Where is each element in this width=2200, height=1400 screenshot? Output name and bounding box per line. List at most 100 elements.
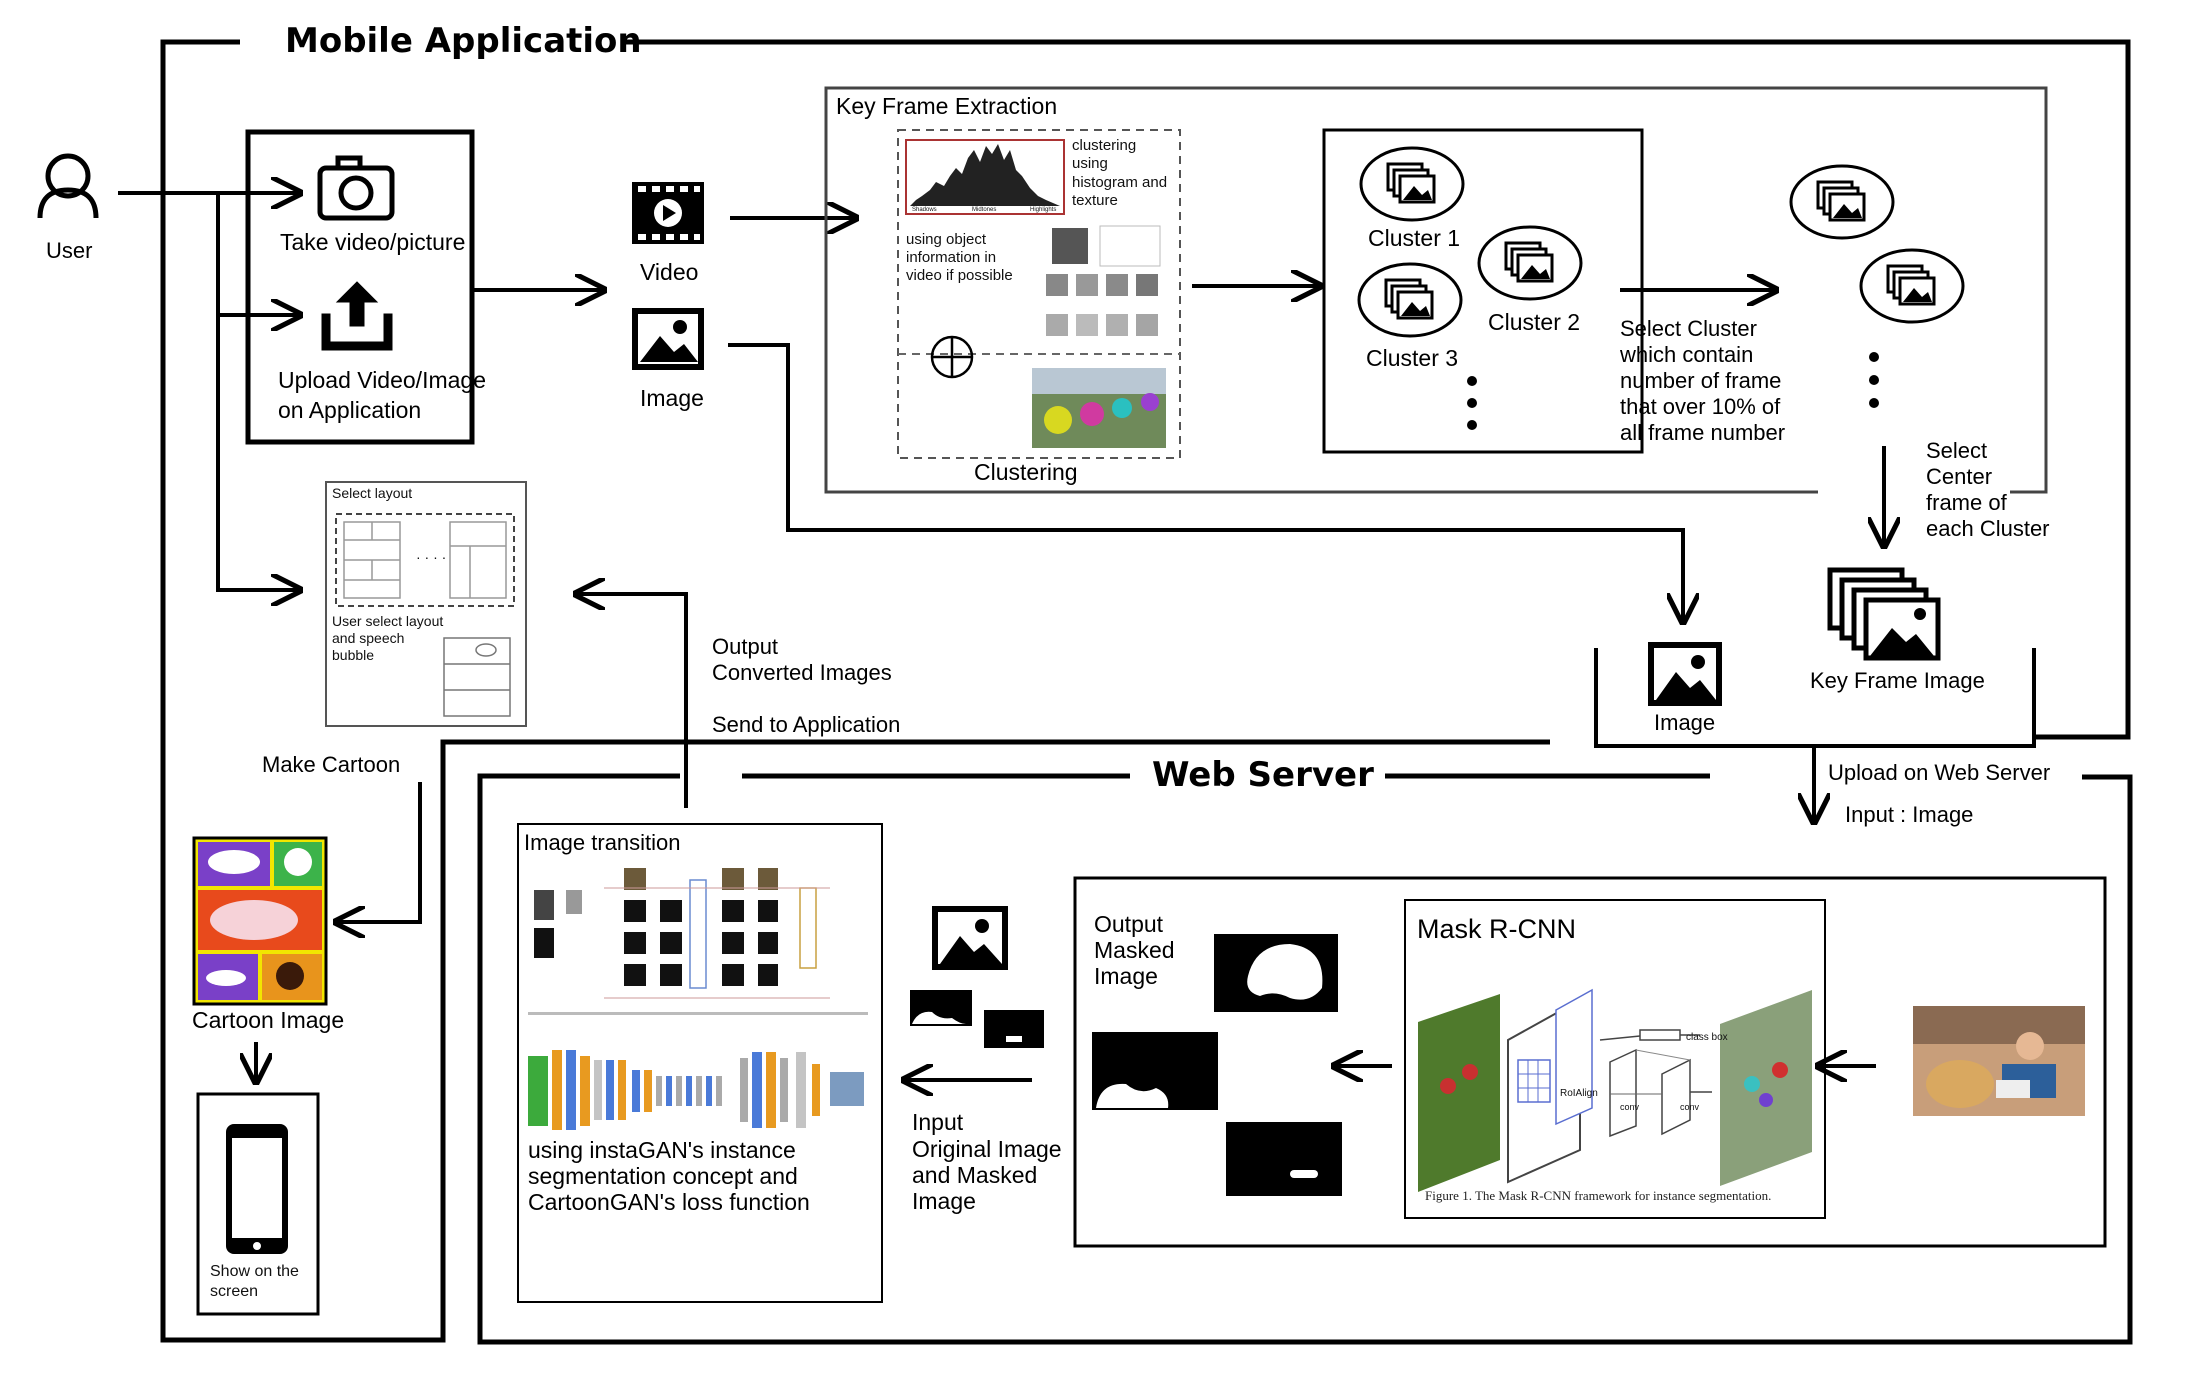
output-masked-line3: Image — [1094, 963, 1158, 989]
histogram-label-midtones: Midtones — [972, 207, 996, 213]
upload-web-line1: Upload on Web Server — [1828, 760, 2050, 785]
input-image-icon — [932, 906, 1008, 970]
object-note-1: using object — [906, 231, 987, 248]
histogram-label-highlights: Highlights — [1030, 207, 1056, 213]
video-icon — [632, 182, 704, 244]
object-note-3: video if possible — [906, 267, 1013, 284]
make-cartoon-label: Make Cartoon — [262, 752, 400, 777]
clusters-ellipsis — [1467, 376, 1477, 430]
mobile-application-title: Mobile Application — [285, 21, 642, 61]
image-label: Image — [640, 385, 704, 411]
layout-panel-title: Select layout — [332, 485, 412, 501]
input-mask-thumbnails — [910, 990, 1044, 1048]
output-masked-line2: Masked — [1094, 937, 1175, 963]
texture-thumbnails — [1046, 225, 1161, 336]
roialign-label: RoIAlign — [1560, 1088, 1598, 1099]
mobile-application-frame — [160, 39, 2131, 1343]
upload-icon — [321, 281, 393, 351]
clustering-label: Clustering — [974, 459, 1078, 485]
input-box — [245, 129, 475, 445]
layout-note-2: and speech — [332, 630, 404, 646]
clustering-block — [897, 129, 1181, 459]
segmentation-photo — [1032, 368, 1166, 448]
image-transition-title: Image transition — [524, 830, 681, 855]
output-converted-line3: Send to Application — [712, 712, 900, 737]
select-cluster-line3: number of frame — [1620, 368, 1781, 393]
key-frame-stack-icon — [1827, 567, 1941, 661]
layout-note-3: bubble — [332, 647, 374, 663]
select-center-line2: Center — [1926, 464, 1992, 489]
output-converted-line1: Output — [712, 634, 778, 659]
selected-ellipsis — [1869, 352, 1879, 408]
cartoon-image — [192, 836, 328, 1006]
kfe-frame — [824, 86, 2048, 494]
mask-rcnn-figure — [1418, 988, 1812, 1192]
instagan-diagram — [528, 868, 868, 1130]
cluster-3-label: Cluster 3 — [1366, 345, 1458, 371]
web-server-frame — [477, 773, 2133, 1345]
select-center-line4: each Cluster — [1926, 516, 2050, 541]
output-bracket — [1594, 648, 2036, 748]
upload-web-line2: Input : Image — [1845, 802, 1973, 827]
layout-options — [335, 513, 515, 607]
layout-note-1: User select layout — [332, 613, 443, 629]
cluster-1-icon — [1359, 146, 1465, 222]
key-frame-image-label: Key Frame Image — [1810, 668, 1985, 693]
select-cluster-line5: all frame number — [1620, 420, 1785, 445]
cluster-1-label: Cluster 1 — [1368, 225, 1460, 251]
upload-label-line1: Upload Video/Image — [278, 367, 486, 393]
mask-rcnn-title: Mask R-CNN — [1417, 914, 1576, 944]
selected-cluster-icon-2 — [1859, 248, 1965, 324]
upload-label-line2: on Application — [278, 397, 421, 423]
cluster-3-icon — [1357, 262, 1463, 338]
user-icon — [37, 153, 99, 219]
image-transition-desc-1: using instaGAN's instance — [528, 1137, 796, 1163]
histogram-label-shadows: Shadows — [912, 207, 937, 213]
mask-rcnn-caption: Figure 1. The Mask R-CNN framework for i… — [1425, 1188, 1771, 1203]
clustering-note-1: clustering — [1072, 137, 1136, 154]
output-converted-line2: Converted Images — [712, 660, 892, 685]
phone-line1: Show on the — [210, 1263, 299, 1280]
camera-icon — [317, 155, 395, 221]
input-photo-dog — [1913, 1006, 2085, 1116]
output-masks — [1092, 934, 1342, 1196]
class-box-label: class box — [1686, 1032, 1728, 1043]
plus-icon — [930, 335, 974, 379]
mask-rcnn-outer-box — [1073, 876, 2107, 1248]
select-cluster-line4: that over 10% of — [1620, 394, 1781, 419]
make-cartoon-arrow — [336, 782, 422, 922]
converted-to-app-arrow — [576, 594, 688, 808]
cartoon-image-label: Cartoon Image — [192, 1007, 344, 1033]
video-label: Video — [640, 259, 698, 285]
take-video-label: Take video/picture — [280, 229, 465, 255]
input-original-line2: Original Image — [912, 1136, 1062, 1162]
kfe-title: Key Frame Extraction — [836, 93, 1057, 119]
selected-cluster-icon-1 — [1789, 164, 1895, 240]
input-original-line1: Input — [912, 1109, 964, 1135]
output-masked-line1: Output — [1094, 911, 1164, 937]
clustering-note-2: using — [1072, 155, 1108, 172]
cluster-2-label: Cluster 2 — [1488, 309, 1580, 335]
image-to-output-arrow — [728, 343, 1683, 622]
user-label: User — [46, 238, 92, 263]
conv-label-2: conv — [1680, 1102, 1700, 1112]
select-cluster-line2: which contain — [1619, 342, 1753, 367]
select-center-line3: frame of — [1926, 490, 2008, 515]
histogram-shape — [910, 144, 1060, 206]
output-image-label: Image — [1654, 710, 1715, 735]
layout-dots: · · · · — [416, 549, 446, 565]
clustering-note-4: texture — [1072, 192, 1118, 209]
phone-icon — [226, 1124, 288, 1254]
image-transition-desc-2: segmentation concept and — [528, 1163, 798, 1189]
select-cluster-line1: Select Cluster — [1620, 316, 1757, 341]
layout-thumbnails — [343, 521, 507, 599]
cluster-2-icon — [1477, 225, 1583, 301]
image-transition-desc-3: CartoonGAN's loss function — [528, 1189, 810, 1215]
input-original-line4: Image — [912, 1188, 976, 1214]
speech-bubble-thumbnail — [443, 637, 511, 717]
object-note-2: information in — [906, 249, 996, 266]
output-image-icon — [1648, 642, 1722, 706]
phone-line2: screen — [210, 1283, 258, 1300]
